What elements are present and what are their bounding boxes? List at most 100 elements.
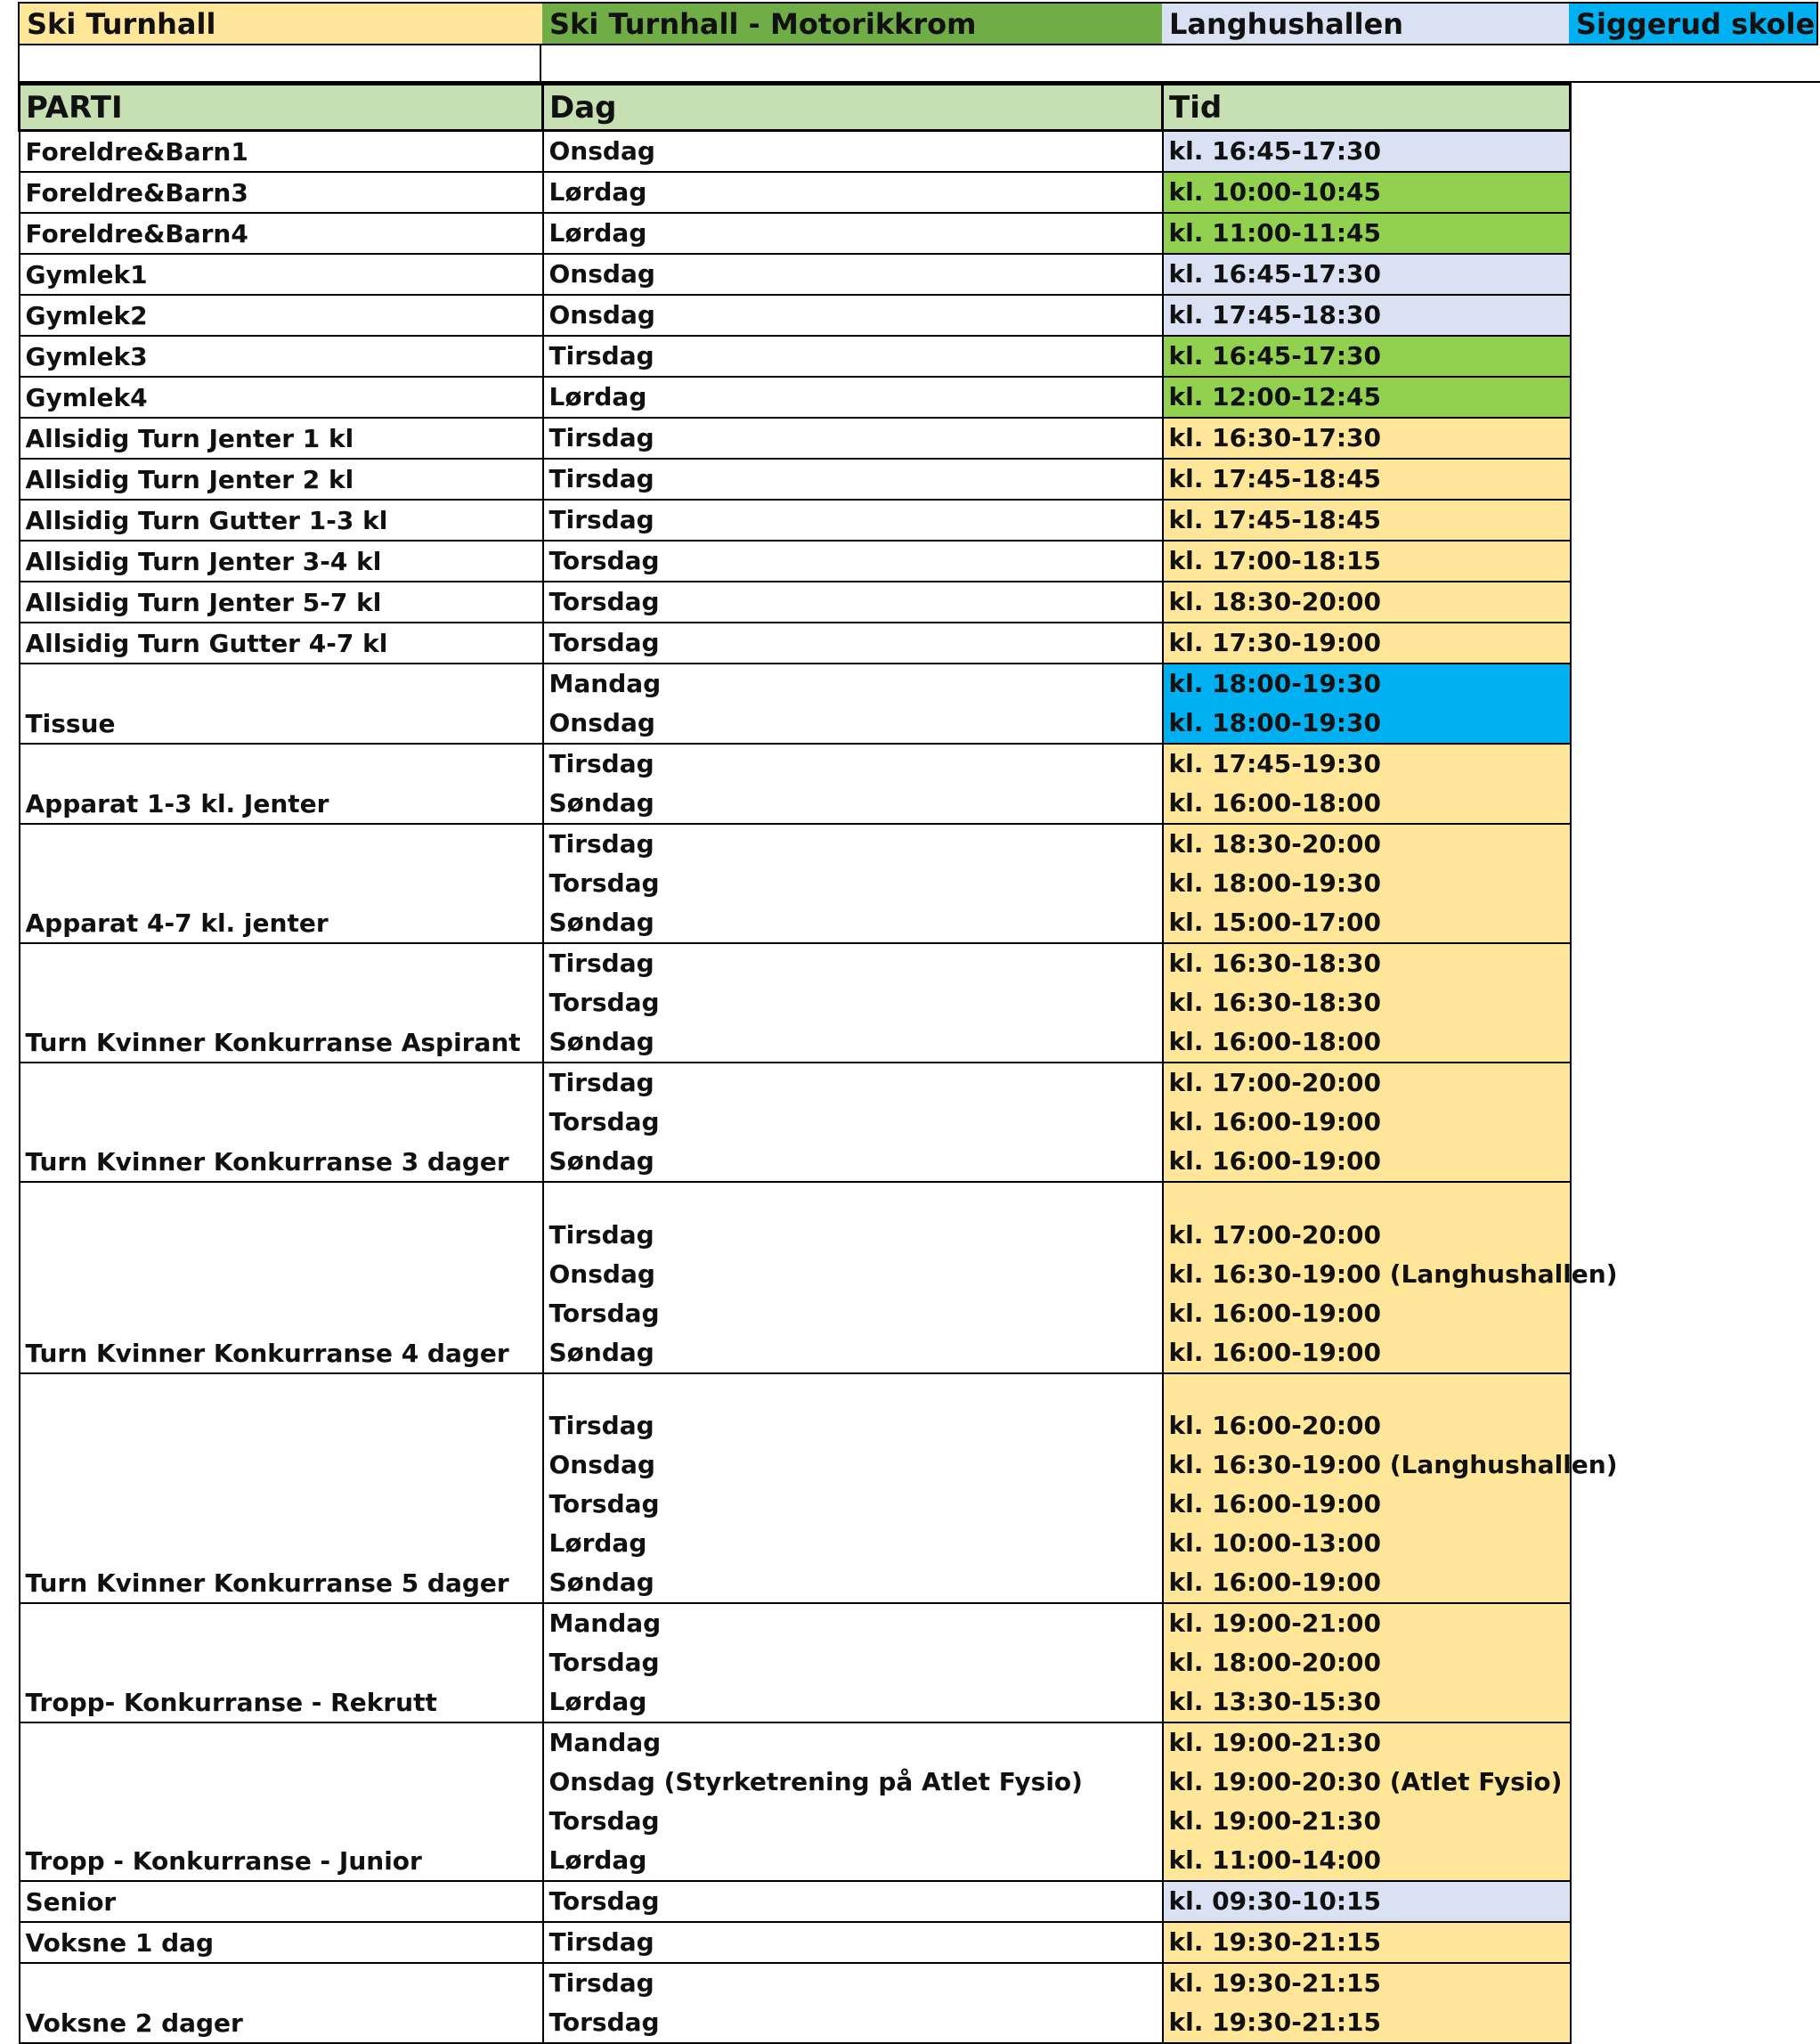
parti-cell: Turn Kvinner Konkurranse 3 dager	[18, 1062, 544, 1183]
tid-value: kl. 10:00-10:45	[1168, 177, 1381, 207]
dag-cell: Tirsdag	[541, 458, 1164, 501]
parti-cell: Foreldre&Barn4	[18, 212, 544, 255]
parti-name: Turn Kvinner Konkurranse 5 dager	[25, 1568, 509, 1598]
tid-value: kl. 16:30-18:30	[1168, 988, 1381, 1017]
dag-value: Søndag	[548, 1146, 654, 1176]
legend-langhushallen: Langhushallen	[1162, 4, 1569, 44]
dag-cell: Onsdag	[541, 294, 1164, 337]
parti-name: Turn Kvinner Konkurranse 4 dager	[25, 1339, 509, 1368]
dag-cell: Torsdag	[541, 1880, 1164, 1923]
legend-ski-turnhall: Ski Turnhall	[20, 4, 542, 44]
dag-value: Torsdag	[548, 1107, 660, 1136]
dag-value: Tirsdag	[548, 749, 654, 778]
dag-value: Søndag	[548, 1568, 654, 1597]
tid-cell: kl. 10:00-10:45	[1161, 171, 1572, 214]
tid-value: kl. 16:30-18:30	[1168, 949, 1381, 978]
dag-value: Lørdag	[548, 177, 647, 207]
dag-value: Mandag	[548, 669, 662, 698]
parti-name: Turn Kvinner Konkurranse 3 dager	[25, 1147, 509, 1177]
dag-value: Lørdag	[548, 218, 647, 248]
tid-cell: kl. 16:45-17:30	[1161, 335, 1572, 378]
dag-value: Torsdag	[548, 1299, 660, 1328]
table-row: Gymlek2 Onsdag kl. 17:45-18:30	[18, 294, 1572, 337]
tid-cell: kl. 12:00-12:45	[1161, 376, 1572, 419]
tid-value: kl. 18:30-20:00	[1168, 587, 1381, 616]
parti-cell: Allsidig Turn Jenter 1 kl	[18, 417, 544, 460]
parti-name: Allsidig Turn Jenter 5-7 kl	[25, 588, 382, 617]
header-dag: Dag	[541, 83, 1164, 132]
dag-value: Torsdag	[548, 988, 660, 1017]
parti-name: Gymlek4	[25, 383, 148, 412]
tid-value: kl. 17:45-18:45	[1168, 505, 1381, 534]
parti-name: Allsidig Turn Jenter 3-4 kl	[25, 547, 382, 576]
tid-value: kl. 16:30-19:00 (Langhushallen)	[1168, 1259, 1618, 1289]
parti-cell: Foreldre&Barn3	[18, 171, 544, 214]
tid-value: kl. 17:45-18:30	[1168, 300, 1381, 330]
tid-value: kl. 18:00-19:30	[1168, 669, 1381, 698]
tid-cell: kl. 18:30-20:00	[1161, 581, 1572, 623]
parti-name: Gymlek2	[25, 301, 148, 330]
parti-cell: Turn Kvinner Konkurranse 5 dager	[18, 1372, 544, 1604]
dag-value: Onsdag	[548, 1450, 655, 1479]
tid-value: kl. 16:45-17:30	[1168, 136, 1381, 166]
dag-value: Torsdag	[548, 1648, 660, 1677]
dag-cell: Lørdag	[541, 212, 1164, 255]
tid-value: kl. 18:00-19:30	[1168, 868, 1381, 898]
dag-cell: Lørdag	[541, 376, 1164, 419]
parti-name: Allsidig Turn Gutter 4-7 kl	[25, 629, 388, 658]
tid-value: kl. 11:00-11:45	[1168, 218, 1381, 248]
dag-value: Onsdag	[548, 300, 655, 330]
dag-value: Torsdag	[548, 868, 660, 898]
dag-value: Onsdag	[548, 708, 655, 737]
parti-cell: Gymlek1	[18, 253, 544, 296]
parti-name: Allsidig Turn Jenter 1 kl	[25, 424, 354, 453]
tid-cell: kl. 17:45-18:30	[1161, 294, 1572, 337]
table-header-row: PARTI Dag Tid	[18, 83, 1572, 132]
parti-cell: Allsidig Turn Jenter 5-7 kl	[18, 581, 544, 623]
tid-value: kl. 16:00-19:00	[1168, 1146, 1381, 1176]
tid-value: kl. 19:30-21:15	[1168, 1927, 1381, 1957]
tid-value: kl. 19:30-21:15	[1168, 1968, 1381, 1998]
tid-cell: kl. 16:30-18:30 kl. 16:30-18:30 kl. 16:00-…	[1161, 942, 1572, 1063]
parti-cell: Apparat 4-7 kl. jenter	[18, 823, 544, 944]
parti-name: Senior	[25, 1887, 117, 1917]
tid-value: kl. 16:00-18:00	[1168, 788, 1381, 818]
dag-cell: Tirsdag	[541, 417, 1164, 460]
parti-name: Apparat 1-3 kl. Jenter	[25, 789, 329, 818]
dag-value: Torsdag	[548, 2007, 660, 2037]
parti-cell: Tropp - Konkurranse - Junior	[18, 1722, 544, 1882]
dag-value: Mandag	[548, 1728, 662, 1757]
parti-cell: Foreldre&Barn1	[18, 129, 544, 173]
tid-value: kl. 16:00-19:00	[1168, 1299, 1381, 1328]
dag-cell: Torsdag	[541, 622, 1164, 664]
dag-value: Tirsdag	[548, 1411, 654, 1440]
dag-value: Torsdag	[548, 1489, 660, 1519]
parti-name: Foreldre&Barn3	[25, 178, 248, 208]
dag-value: Tirsdag	[548, 1068, 654, 1097]
dag-value: Lørdag	[548, 1845, 647, 1875]
dag-cell: Lørdag	[541, 171, 1164, 214]
tid-cell: kl. 16:45-17:30	[1161, 253, 1572, 296]
tid-cell: kl. 11:00-11:45	[1161, 212, 1572, 255]
tid-value: kl. 19:00-21:30	[1168, 1728, 1381, 1757]
tid-value: kl. 16:00-18:00	[1168, 1027, 1381, 1056]
legend-siggerud-skole: Siggerud skole	[1569, 4, 1816, 44]
